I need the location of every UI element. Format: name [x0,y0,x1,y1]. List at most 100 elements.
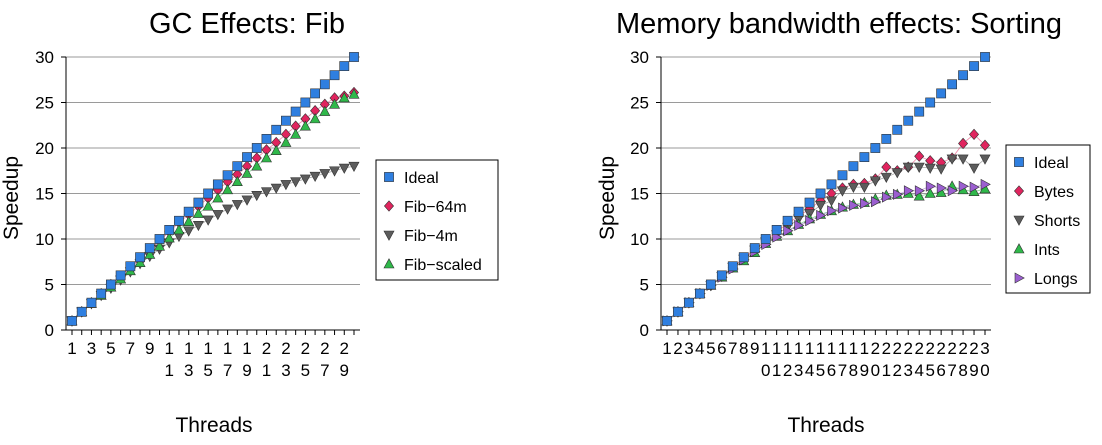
data-point [135,252,145,263]
legend-box [375,159,499,281]
y-tick-label: 10 [630,230,649,249]
x-tick-label: 5 [925,361,934,380]
data-point [794,219,805,231]
x-tick-label: 1 [838,339,847,358]
data-point [86,297,97,308]
data-point [319,79,330,90]
data-point [212,192,224,203]
x-tick-label: 1 [849,339,858,358]
series-line [666,184,986,322]
y-axis-label: Speedup [0,156,23,240]
data-point [280,180,292,191]
x-tick-label: 7 [947,361,956,380]
data-point [825,196,837,207]
data-point [329,98,341,109]
data-point [870,143,881,153]
data-point [231,200,243,211]
x-tick-label: 7 [728,339,737,358]
data-point [212,179,223,190]
x-tick-label: 4 [805,361,814,380]
data-point [299,174,311,185]
legend-marker [1013,185,1025,197]
data-point [936,182,947,194]
data-point [309,113,321,124]
data-point [222,170,233,181]
x-tick-label: 2 [340,339,349,358]
data-point [869,176,881,187]
x-tick-label: 2 [914,339,923,358]
data-point [76,306,87,317]
data-point [969,128,980,141]
x-tick-label: 2 [947,339,956,358]
x-tick-label: 3 [184,361,193,380]
data-point [924,163,936,174]
data-point [163,232,175,243]
x-tick-label: 5 [106,339,115,358]
data-point [67,315,77,326]
x-tick-label: 6 [827,361,836,380]
x-tick-label: 2 [904,339,913,358]
x-tick-label: 2 [893,339,902,358]
y-axis-label: Speedup [596,156,619,240]
data-point [203,188,214,199]
data-point [232,161,243,172]
data-point [936,88,947,99]
x-tick-label: 7 [223,361,232,380]
x-tick-label: 1 [794,339,803,358]
x-tick-label: 2 [893,361,902,380]
x-tick-label: 1 [772,339,781,358]
data-point [881,161,892,173]
chart-title: Memory bandwidth effects: Sorting [616,8,1062,40]
data-point [760,234,771,244]
x-tick-label: 3 [684,339,693,358]
data-point [290,106,301,117]
data-point [260,187,272,198]
data-point [913,162,925,173]
data-point [980,52,990,62]
data-point [144,243,155,253]
x-tick-label: 1 [262,361,271,380]
x-tick-label: 1 [223,339,232,358]
legend-marker [1014,157,1024,167]
x-tick-label: 8 [739,339,748,358]
x-tick-label: 0 [980,361,989,380]
legend-marker [1014,272,1025,284]
data-point [958,180,969,192]
legend-marker [383,200,395,212]
axes [61,56,360,335]
data-point [348,88,360,99]
data-point [222,184,234,195]
data-point [662,315,672,326]
x-tick-label: 2 [925,339,934,358]
x-axis-label: Threads [175,414,252,437]
x-tick-label: 1 [165,361,174,380]
data-point [727,261,738,272]
x-tick-label: 5 [816,361,825,380]
data-point [300,97,311,108]
data-point [903,185,915,197]
x-tick-label: 3 [281,361,290,380]
x-tick-label: 2 [969,339,978,358]
data-point [968,163,980,174]
x-tick-label: 4 [914,361,923,380]
legend-label: Shorts [1034,213,1080,230]
data-point [329,166,341,177]
data-point [173,224,185,235]
x-tick-label: 3 [980,339,989,358]
data-point [193,197,204,208]
data-point [979,154,991,165]
data-point [271,124,282,135]
x-axis-label: Threads [787,414,864,437]
legend-label: Ints [1034,242,1060,259]
data-point [979,139,991,151]
data-point [783,225,794,237]
data-point [749,243,760,253]
x-tick-label: 3 [87,339,96,358]
data-point [241,195,253,206]
data-point [836,186,848,197]
x-tick-label: 2 [281,339,290,358]
